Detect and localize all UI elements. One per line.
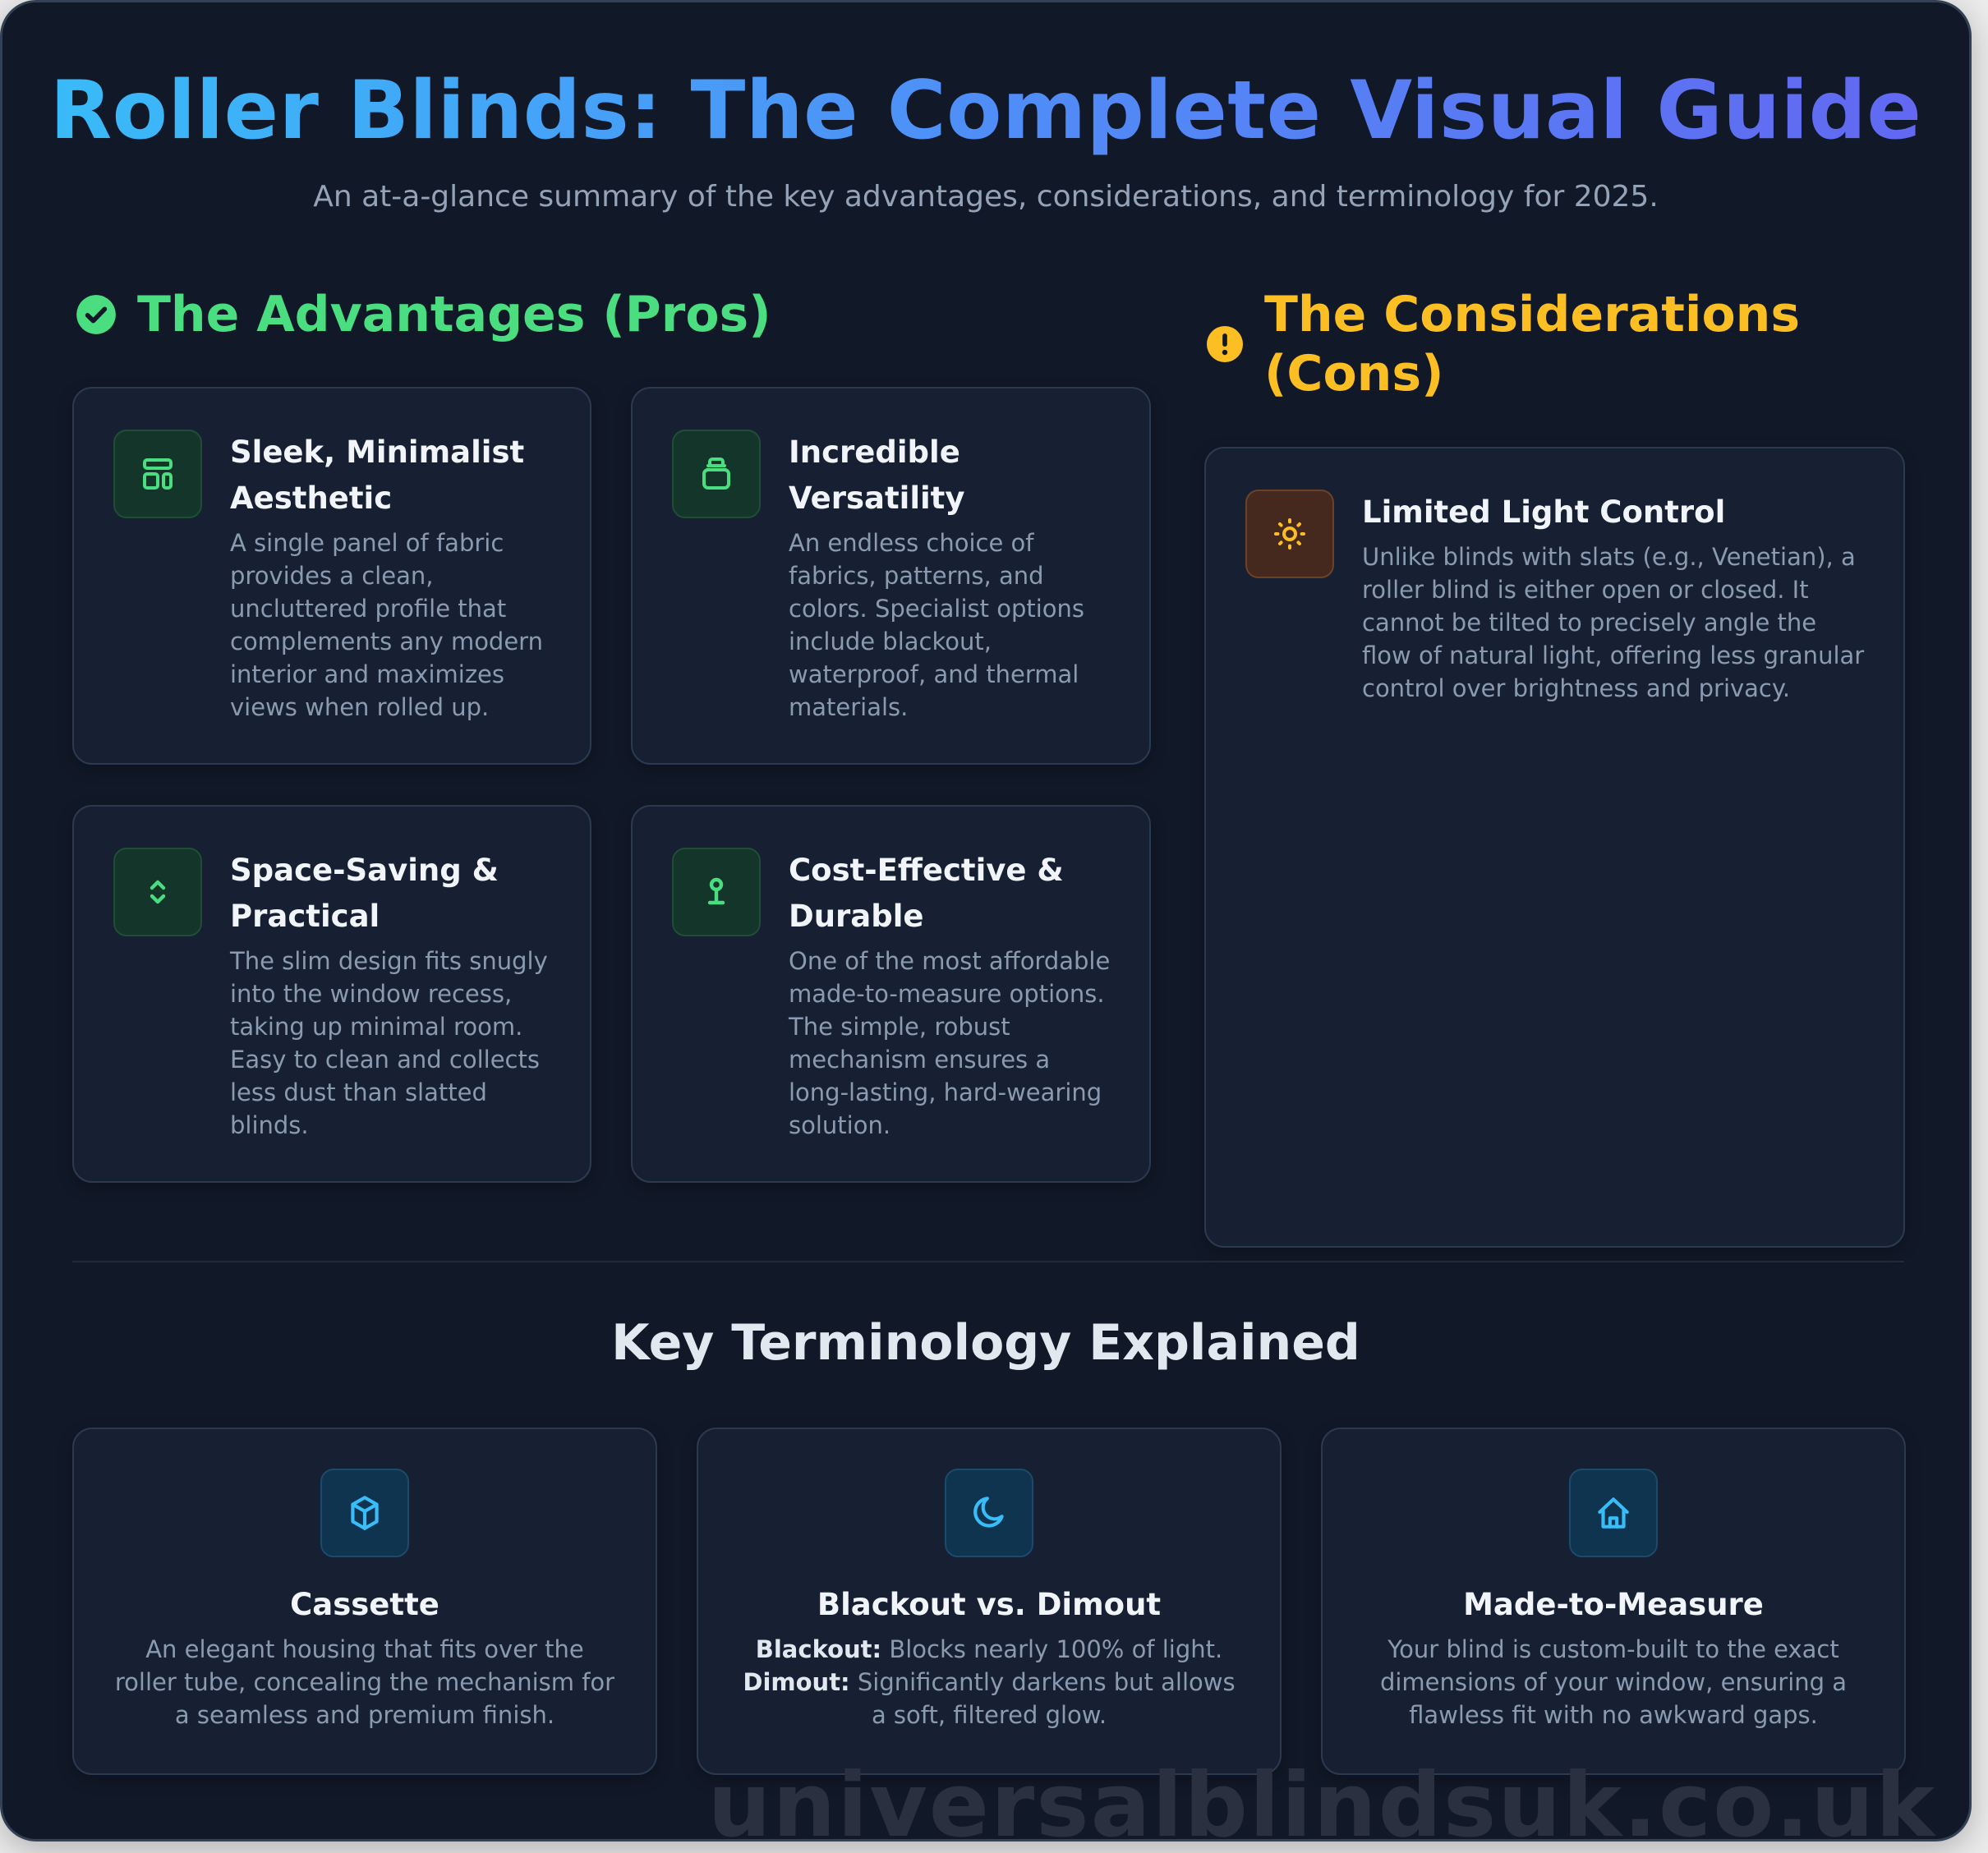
cons-heading-text: The Considerations (Cons) [1264,286,1801,402]
term-title: Blackout vs. Dimout [817,1587,1162,1622]
sun-icon [1274,518,1305,549]
watermark: universalblindsuk.co.uk [707,1754,1936,1842]
term-icon-box [945,1469,1033,1557]
con-description: Unlike blinds with slats (e.g., Venetian… [1362,543,1865,702]
layout-icon [143,458,173,490]
blackout-label: Blackout: [755,1635,882,1663]
pro-card-versatility: Incredible Versatility An endless choice… [631,387,1151,765]
pro-description: An endless choice of fabrics, patterns, … [789,529,1085,721]
pro-title: Cost-Effective & Durable [789,853,1064,934]
pro-description: One of the most affordable made-to-measu… [789,947,1111,1139]
term-icon-box [320,1469,409,1557]
pro-card-aesthetic: Sleek, Minimalist Aesthetic A single pan… [72,387,591,765]
pro-icon-box [672,848,761,936]
pros-heading-text: The Advantages (Pros) [137,286,771,343]
alert-circle-icon [1207,326,1243,362]
pro-title: Incredible Versatility [789,435,965,516]
chevrons-up-down-icon [150,880,166,904]
pro-card-cost-effective: Cost-Effective & Durable One of the most… [631,805,1151,1183]
term-description: Blackout: Blocks nearly 100% of light. D… [738,1633,1240,1731]
pro-icon-box [113,430,202,518]
term-description: An elegant housing that fits over the ro… [114,1635,615,1729]
term-icon-box [1569,1469,1658,1557]
layers-icon [702,458,730,490]
term-card-made-to-measure: Made-to-Measure Your blind is custom-bui… [1321,1428,1906,1775]
con-title: Limited Light Control [1362,494,1726,530]
check-circle-icon [76,295,116,334]
dimout-label: Dimout: [743,1668,850,1696]
moon-icon [973,1497,1004,1528]
dimout-text: Significantly darkens but allows a soft,… [849,1668,1236,1729]
section-divider [72,1261,1904,1262]
term-card-blackout-dimout: Blackout vs. Dimout Blackout: Blocks nea… [697,1428,1282,1775]
term-card-cassette: Cassette An elegant housing that fits ov… [72,1428,657,1775]
term-title: Cassette [290,1587,439,1622]
con-icon-box [1245,490,1334,578]
term-title: Made-to-Measure [1463,1587,1764,1622]
box-icon [351,1496,379,1530]
terminology-heading: Key Terminology Explained [611,1314,1360,1372]
pro-icon-box [672,430,761,518]
pro-card-space-saving: Space-Saving & Practical The slim design… [72,805,591,1183]
pro-title: Sleek, Minimalist Aesthetic [230,435,525,516]
page-subtitle: An at-a-glance summary of the key advant… [313,180,1659,214]
map-pin-icon [707,877,725,905]
cons-heading: The Considerations (Cons) [1205,285,1879,403]
pro-description: A single panel of fabric provides a clea… [230,529,543,721]
page-title: Roller Blinds: The Complete Visual Guide [2,53,1969,168]
pro-description: The slim design fits snugly into the win… [230,947,548,1139]
con-card-light-control: Limited Light Control Unlike blinds with… [1204,447,1905,1248]
home-icon [1598,1497,1629,1529]
term-description: Your blind is custom-built to the exact … [1379,1635,1848,1729]
pro-title: Space-Saving & Practical [230,853,499,934]
pros-heading: The Advantages (Pros) [75,285,771,344]
blackout-text: Blocks nearly 100% of light. [881,1635,1223,1663]
pro-icon-box [113,848,202,936]
